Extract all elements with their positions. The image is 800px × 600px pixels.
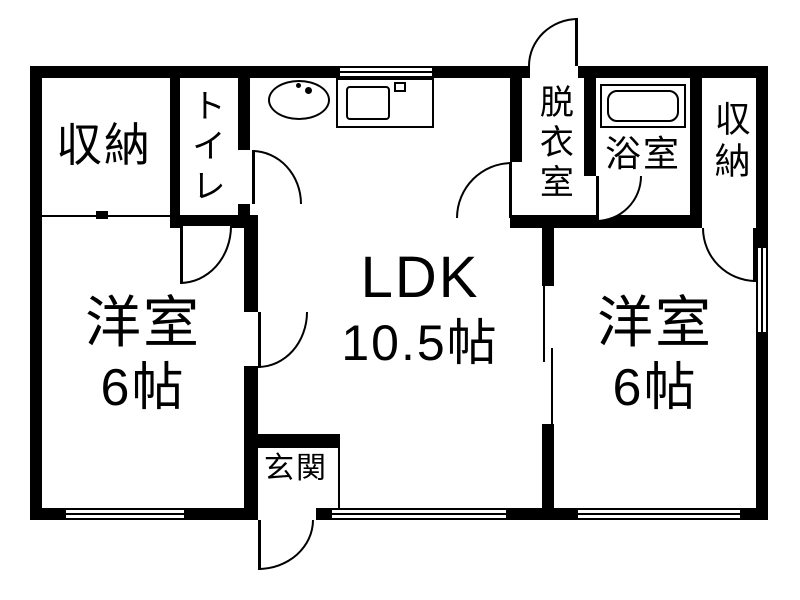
wall [542,424,554,508]
window [576,508,742,520]
hall-door-arc [180,226,232,284]
dressing-room-door-arc [456,162,512,218]
label-bedroom-right-size: 6帖 [612,359,698,417]
wall [170,215,258,228]
wall [690,78,702,228]
wall [30,66,42,520]
basin-faucet-icon [305,87,312,94]
label-bedroom-left-size: 6帖 [100,359,186,417]
label-closet-right: 収納 [709,100,751,184]
kitchen-sink [346,86,390,120]
wall [238,204,250,215]
wall [510,215,702,228]
label-ldk: LDK [360,245,480,310]
label-bathroom: 浴室 [604,133,681,174]
kitchen-faucet-icon [394,82,406,92]
back-door-arc [528,18,578,66]
entrance-step-line [338,448,340,508]
wall [244,215,258,312]
window [64,508,186,520]
sliding-partition-panel [551,348,553,424]
label-toilet: トイレ [186,88,225,208]
label-dressing-room: 脱衣室 [534,84,573,204]
label-ldk-size: 10.5帖 [341,315,499,371]
wall [510,78,522,162]
basin-faucet-icon [296,83,301,88]
wall [542,228,554,286]
label-bedroom-right: 洋室 [597,291,713,354]
door-opening [256,508,318,520]
bathtub-inner [607,90,679,122]
closet-sliding-door-tick [96,211,108,219]
label-bedroom-left: 洋室 [85,291,201,354]
wall [244,434,340,448]
entrance-door-arc [258,520,314,570]
window [330,508,508,520]
wall [170,78,180,215]
wall [584,78,596,176]
window [756,246,768,334]
label-entrance: 玄関 [264,452,328,485]
door-opening [528,66,580,78]
label-closet-left: 収納 [56,119,152,171]
sliding-partition-panel [543,286,545,362]
closet-right-door-arc [702,228,756,282]
toilet-door-arc [252,150,302,204]
window [338,66,434,78]
wall [238,78,250,150]
